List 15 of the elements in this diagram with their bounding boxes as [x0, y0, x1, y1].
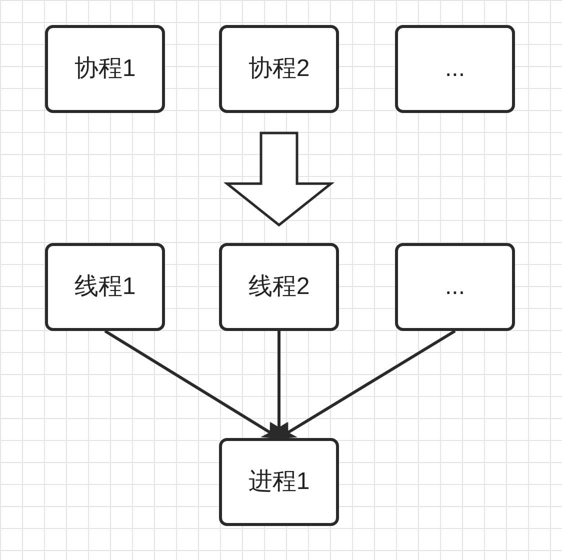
process-box: [219, 438, 339, 526]
node-label: 进程1: [248, 467, 310, 497]
process-box: [45, 243, 165, 331]
process-box: [395, 25, 515, 113]
node-label: 协程2: [248, 54, 310, 84]
node-label: 线程2: [248, 272, 310, 302]
process-box: [45, 25, 165, 113]
process-box: [395, 243, 515, 331]
process-box: [219, 243, 339, 331]
block-arrow: [223, 132, 335, 227]
node-label: 协程1: [74, 54, 136, 84]
process-box: [219, 25, 339, 113]
node-label: ...: [444, 272, 465, 302]
node-label: ...: [444, 54, 465, 84]
node-label: 线程1: [74, 272, 136, 302]
